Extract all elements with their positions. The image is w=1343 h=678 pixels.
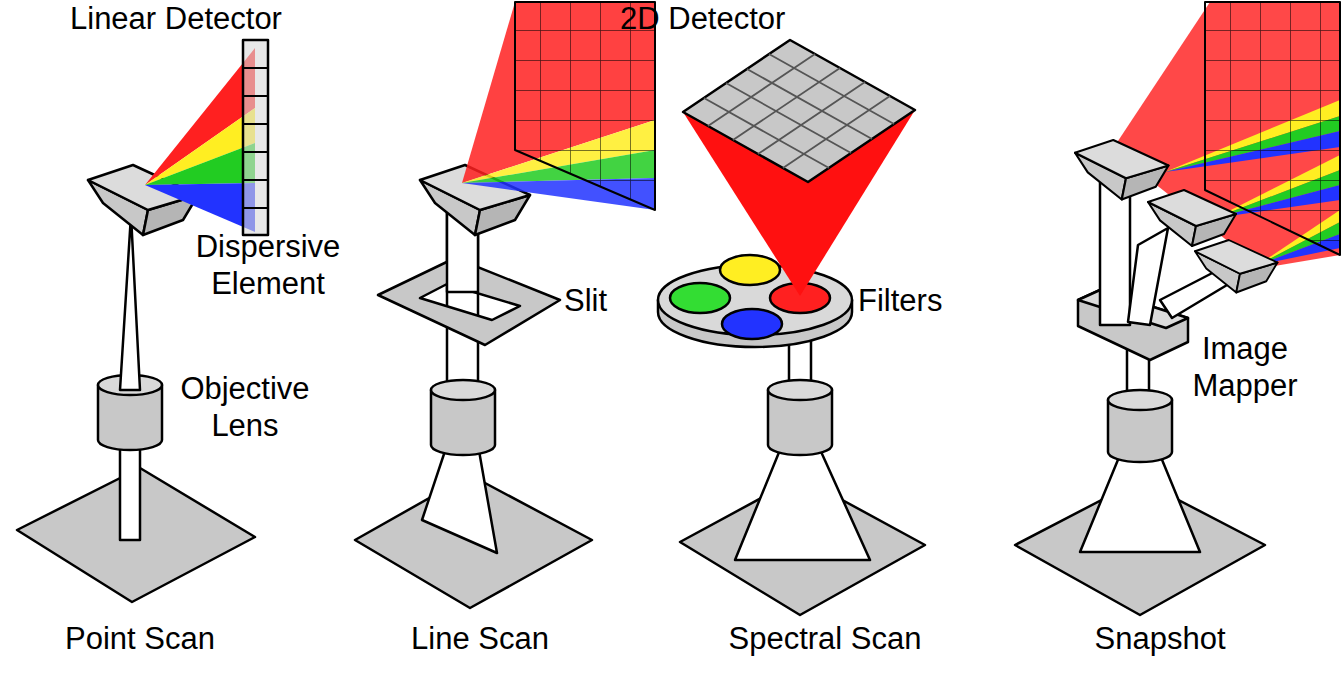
spectrum-fans <box>1112 2 1340 268</box>
panel-caption: Snapshot <box>1040 620 1280 657</box>
part-label: Slit <box>564 282 644 319</box>
green-filter <box>670 283 730 313</box>
beam <box>120 215 140 390</box>
part-label: Linear Detector <box>70 0 330 37</box>
panel-caption: Spectral Scan <box>690 620 960 657</box>
yellow-filter <box>720 255 780 285</box>
panel-caption: Point Scan <box>20 620 260 657</box>
beam <box>1080 450 1200 552</box>
part-label: 2D Detector <box>620 0 840 37</box>
beam <box>120 440 140 540</box>
beam <box>735 445 870 560</box>
part-label: Image Mapper <box>1170 330 1320 404</box>
part-label: Filters <box>858 282 978 319</box>
panel-caption: Line Scan <box>360 620 600 657</box>
linear-detector <box>243 40 268 235</box>
part-label: Objective Lens <box>145 370 345 444</box>
beam <box>1128 228 1168 325</box>
spectrum-fan <box>145 48 255 232</box>
part-label: Dispersive Element <box>168 228 368 302</box>
beam <box>422 445 497 553</box>
2d-detector <box>683 40 915 182</box>
blue-filter <box>722 309 782 339</box>
2d-detector <box>1205 2 1340 255</box>
beam <box>447 210 478 385</box>
dispersive-prism <box>1075 140 1169 200</box>
dispersive-prism <box>1195 240 1278 293</box>
